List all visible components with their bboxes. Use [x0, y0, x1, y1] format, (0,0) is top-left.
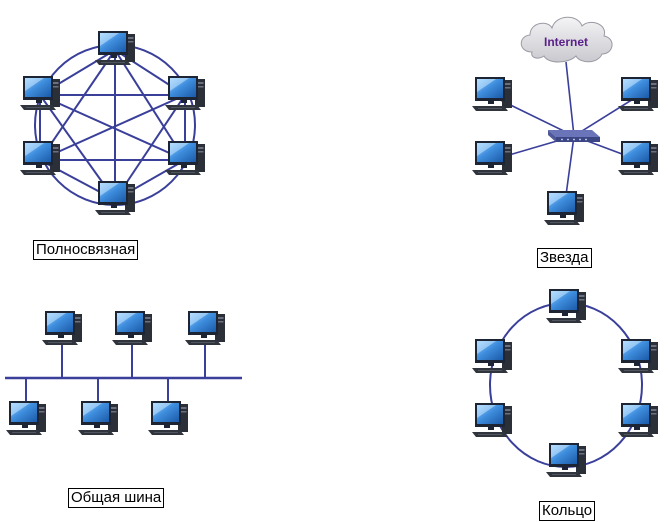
computer-icon [545, 442, 587, 478]
mesh-label: Полносвязная [33, 240, 139, 260]
computer-icon [184, 310, 226, 346]
ring-label: Кольцо [539, 501, 596, 521]
computer-icon [5, 400, 47, 436]
computer-icon [77, 400, 119, 436]
internet-cloud-icon [520, 16, 613, 63]
ring-nodes [471, 288, 659, 478]
bus-label: Общая шина [68, 488, 165, 508]
star-label: Звезда [537, 248, 592, 268]
computer-icon [617, 338, 659, 374]
bus-topology [5, 310, 242, 436]
mesh-nodes [19, 30, 206, 216]
computer-icon [164, 140, 206, 176]
computer-icon [19, 140, 61, 176]
internet-label: Internet [544, 35, 588, 49]
computer-icon [617, 76, 659, 112]
ring-topology [471, 288, 659, 478]
bus-nodes [5, 310, 226, 436]
bus-links [25, 344, 206, 404]
star-nodes [471, 76, 659, 226]
star-link [573, 95, 639, 137]
computer-icon [41, 310, 83, 346]
hub-switch [548, 130, 600, 142]
computer-icon [147, 400, 189, 436]
ring-link [489, 302, 643, 468]
computer-icon [471, 140, 513, 176]
computer-icon [94, 180, 136, 216]
computer-icon [617, 402, 659, 438]
computer-icon [543, 190, 585, 226]
mesh-links [39, 49, 186, 201]
computer-icon [471, 76, 513, 112]
star-link-internet [565, 61, 575, 137]
computer-icon [111, 310, 153, 346]
star-topology: Internet [471, 16, 659, 226]
computer-icon [471, 402, 513, 438]
computer-icon [545, 288, 587, 324]
mesh-topology [19, 30, 206, 216]
mesh-link [39, 94, 186, 161]
computer-icon [617, 140, 659, 176]
